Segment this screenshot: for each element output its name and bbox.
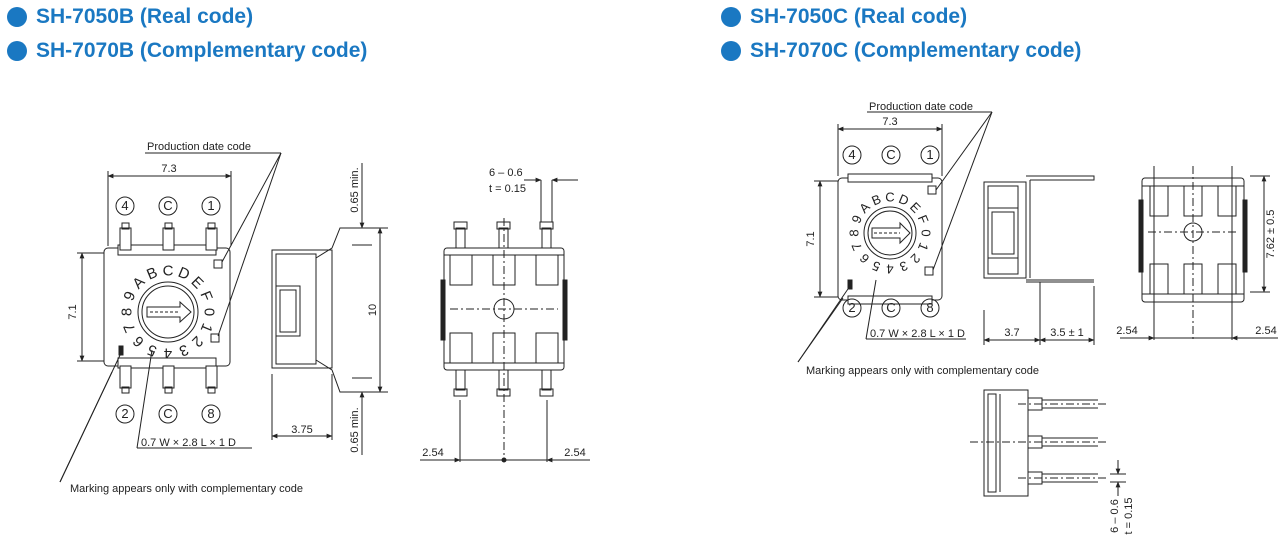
left-date-code-square [213,259,223,269]
right-pin-4: 4 [848,147,855,162]
left-arrow-icon [146,300,192,324]
dial-char: 0 [918,229,933,236]
left-production-date-label: Production date code [147,141,251,153]
right-bottom-view [1138,166,1248,340]
dial-char: B [144,264,160,284]
dial-char: F [196,289,215,304]
left-marking-note: Marking appears only with complementary … [70,483,303,495]
right-pin-labels [842,145,940,318]
right-side-view [983,175,1095,310]
right-dim-lead: 3.5 ± 1 [1050,327,1084,339]
left-pin-c-top: C [163,198,172,213]
left-pin-labels [115,196,221,424]
heading-text: SH-7070C (Complementary code) [750,39,1082,62]
dial-char: 5 [870,258,882,275]
dial-char: 4 [164,345,172,362]
right-width-dim: 7.3 [882,116,897,128]
dial-char: C [163,262,174,279]
left-min-bottom: 0.65 min. [349,407,361,452]
dial-char: F [915,213,932,226]
heading-sh-7070c: SH-7070C (Complementary code) [721,37,1081,65]
left-pin-8: 8 [207,406,214,421]
dial-char: 3 [177,341,191,360]
left-min-top: 0.65 min. [349,167,361,212]
left-height-dim: 7.1 [67,304,79,319]
left-pin-1: 1 [207,198,214,213]
left-pin-2: 2 [121,406,128,421]
dial-char: 3 [898,258,910,275]
dial-char: D [897,191,911,208]
left-bottom-pins [119,365,218,394]
right-top-view [837,173,943,305]
dial-char: 7 [848,241,865,253]
right-lead-width: 6 – 0.6 [1109,499,1121,533]
dial-char: 9 [848,213,865,225]
dial-char: 8 [118,308,135,316]
heading-sh-7070b: SH-7070B (Complementary code) [7,37,367,65]
right-production-date-label: Production date code [869,101,973,113]
left-bottom-view [440,218,568,462]
bullet-dot-icon [721,41,741,61]
right-pitch-left: 2.54 [1116,325,1137,337]
right-pitch-right: 2.54 [1255,325,1276,337]
left-side-depth: 3.75 [291,424,312,436]
left-side-view [271,227,346,393]
dial-char: A [856,199,873,216]
dial-char: 6 [857,251,873,267]
left-marking [118,345,124,356]
dial-char: C [885,190,894,205]
bullet-dot-icon [7,7,27,27]
heading-sh-7050b: SH-7050B (Real code) [7,3,253,31]
heading-text: SH-7070B (Complementary code) [36,39,368,62]
left-pin-c-bottom: C [163,406,172,421]
right-height-dim: 7.1 [805,231,817,246]
left-pitch-right: 2.54 [564,447,585,459]
dial-char: E [907,199,924,216]
right-pin-1: 1 [926,147,933,162]
bullet-dot-icon [721,7,741,27]
dial-char: 9 [120,289,139,303]
dial-char: A [129,273,148,292]
right-dim-body: 3.7 [1004,327,1019,339]
heading-sh-7050c: SH-7050C (Real code) [721,3,967,31]
heading-text: SH-7050C (Real code) [750,5,968,28]
right-pin-c-top: C [886,147,895,162]
dial-char: B [869,191,883,208]
left-lead-width: 6 – 0.6 [489,167,523,179]
right-pin-2: 2 [848,300,855,315]
dial-char: 7 [120,321,139,335]
right-pin-8: 8 [926,300,933,315]
dial-char: 1 [915,241,932,253]
dial-char: 8 [847,229,862,236]
left-pin-4: 4 [121,198,128,213]
left-pitch-left: 2.54 [422,447,443,459]
left-width-dim: 7.3 [161,163,176,175]
dial-char: 4 [886,261,893,276]
left-rotor [137,281,199,343]
left-top-view [103,222,231,394]
right-row-pitch: 7.62 ± 0.5 [1265,210,1277,259]
left-lead-thickness: t = 0.15 [489,183,526,195]
left-slot-dim: 0.7 W × 2.8 L × 1 D [141,437,236,449]
right-pin-c-bottom: C [886,300,895,315]
right-slot-dim: 0.7 W × 2.8 L × 1 D [870,328,965,340]
dial-char: 1 [197,321,216,335]
left-lead-span: 10 [367,304,379,316]
bullet-dot-icon [7,41,27,61]
dial-char: 2 [188,332,206,350]
dial-char: 2 [908,251,924,267]
dial-char: 0 [201,308,218,316]
dial-char: E [188,273,207,292]
heading-text: SH-7050B (Real code) [36,5,254,28]
right-marking-note: Marking appears only with complementary … [806,365,1039,377]
dial-char: 6 [130,332,148,350]
dial-char: D [176,264,193,284]
right-lead-thickness: t = 0.15 [1123,497,1135,534]
left-top-pins [119,222,218,251]
right-lower-side-view [970,389,1108,497]
